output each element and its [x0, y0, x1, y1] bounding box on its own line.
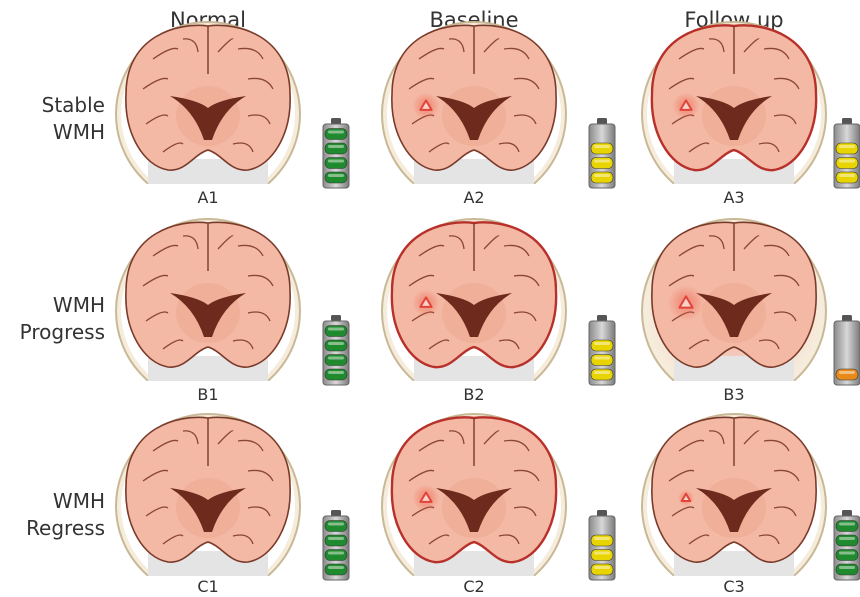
brain-panel-b2 — [382, 219, 566, 403]
battery-segment — [325, 143, 347, 154]
battery-shine — [594, 145, 610, 148]
battery-segment — [325, 521, 347, 532]
brain-panel-b1 — [116, 219, 300, 403]
battery-shine — [594, 371, 610, 374]
battery-icon-c2 — [589, 510, 615, 580]
battery-shine — [839, 371, 855, 374]
battery-icon-b2 — [589, 315, 615, 385]
cell-label-b3: B3 — [704, 385, 764, 404]
brain-panel-c2 — [382, 414, 566, 597]
battery-segment — [836, 564, 858, 575]
battery-shine — [594, 357, 610, 360]
battery-shine — [328, 552, 344, 555]
battery-shine — [328, 174, 344, 177]
battery-segment — [325, 550, 347, 561]
battery-shine — [594, 537, 610, 540]
battery-segment — [325, 564, 347, 575]
cell-label-b2: B2 — [444, 385, 504, 404]
battery-segment — [836, 172, 858, 183]
cell-label-a2: A2 — [444, 188, 504, 207]
battery-shine — [594, 566, 610, 569]
battery-shine — [328, 537, 344, 540]
battery-segment — [325, 369, 347, 380]
battery-shine — [328, 342, 344, 345]
brain-panel-a1 — [116, 22, 300, 206]
battery-segment — [836, 521, 858, 532]
battery-shine — [328, 523, 344, 526]
battery-icon-a1 — [323, 118, 349, 188]
battery-segment — [591, 535, 613, 546]
battery-shine — [594, 342, 610, 345]
battery-shine — [328, 566, 344, 569]
battery-shine — [328, 145, 344, 148]
battery-shine — [328, 357, 344, 360]
brain-panel-a2 — [382, 22, 566, 206]
brain-panel-c1 — [116, 414, 300, 597]
battery-segment — [836, 550, 858, 561]
cell-label-c2: C2 — [444, 577, 504, 596]
battery-shine — [839, 566, 855, 569]
battery-shine — [328, 131, 344, 134]
cell-label-c1: C1 — [178, 577, 238, 596]
battery-segment — [591, 158, 613, 169]
battery-segment — [836, 369, 858, 380]
battery-segment — [591, 564, 613, 575]
battery-segment — [836, 535, 858, 546]
battery-shine — [328, 160, 344, 163]
battery-segment — [325, 535, 347, 546]
battery-segment — [591, 550, 613, 561]
battery-segment — [591, 172, 613, 183]
battery-segment — [591, 340, 613, 351]
cell-label-b1: B1 — [178, 385, 238, 404]
battery-segment — [836, 158, 858, 169]
battery-shine — [839, 160, 855, 163]
battery-shine — [839, 145, 855, 148]
brain-panel-c3 — [642, 414, 826, 597]
battery-shine — [328, 371, 344, 374]
cell-label-a1: A1 — [178, 188, 238, 207]
cell-label-a3: A3 — [704, 188, 764, 207]
battery-icon-b1 — [323, 315, 349, 385]
battery-shine — [839, 523, 855, 526]
battery-shine — [839, 552, 855, 555]
battery-shine — [594, 174, 610, 177]
battery-icon-c3 — [834, 510, 860, 580]
brain-panel-a3 — [642, 22, 826, 206]
battery-icon-a3 — [834, 118, 860, 188]
battery-segment — [591, 143, 613, 154]
battery-shine — [594, 160, 610, 163]
brain-panel-b3 — [642, 219, 826, 403]
battery-segment — [325, 340, 347, 351]
battery-segment — [325, 355, 347, 366]
battery-shine — [328, 328, 344, 331]
battery-segment — [325, 172, 347, 183]
battery-segment — [836, 143, 858, 154]
battery-segment — [591, 355, 613, 366]
battery-shine — [594, 552, 610, 555]
battery-segment — [591, 369, 613, 380]
battery-segment — [325, 158, 347, 169]
battery-shine — [839, 537, 855, 540]
battery-segment — [325, 326, 347, 337]
battery-icon-a2 — [589, 118, 615, 188]
battery-icon-c1 — [323, 510, 349, 580]
battery-icon-b3 — [834, 315, 860, 385]
cell-label-c3: C3 — [704, 577, 764, 596]
battery-segment — [325, 129, 347, 140]
battery-shine — [839, 174, 855, 177]
